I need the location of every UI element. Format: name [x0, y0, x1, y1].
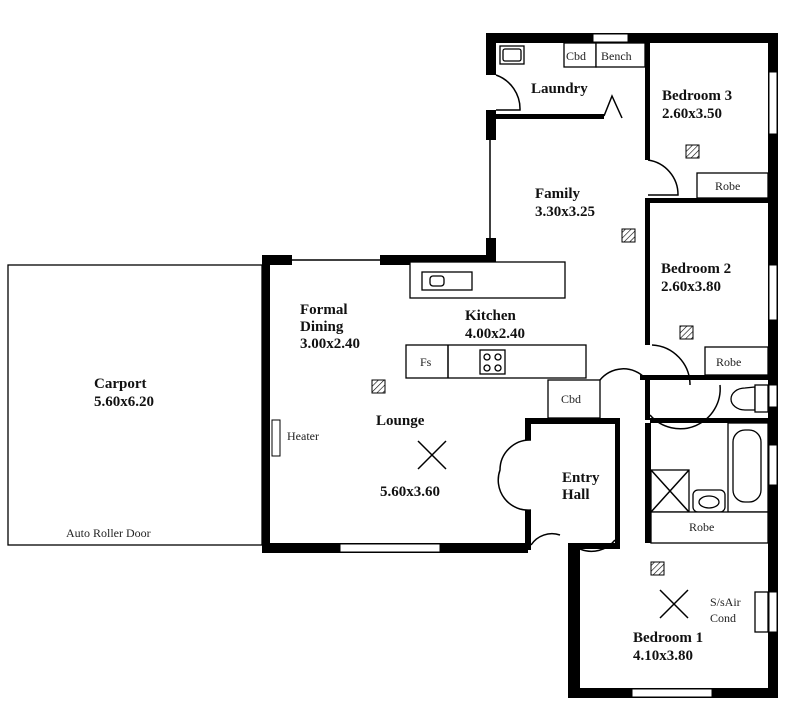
- lounge-size: 5.60x3.60: [380, 484, 440, 500]
- entry-label: Entry: [562, 470, 600, 486]
- downlight-icons: [371, 144, 700, 576]
- walls: [262, 33, 778, 698]
- kitchen-label: Kitchen: [465, 308, 516, 324]
- air-cond-label-2: Cond: [710, 611, 736, 625]
- formal-dining-label-2: Dining: [300, 319, 344, 335]
- formal-dining-label-1: Formal: [300, 302, 347, 318]
- family-size: 3.30x3.25: [535, 204, 595, 220]
- air-cond-label-1: S/sAir: [710, 595, 741, 609]
- carport-size: 5.60x6.20: [94, 394, 154, 410]
- bedroom1-size: 4.10x3.80: [633, 648, 693, 664]
- fan-icon: [417, 440, 447, 470]
- bedroom2-label: Bedroom 2: [661, 261, 731, 277]
- bedroom3-size: 2.60x3.50: [662, 106, 722, 122]
- bedroom1-label: Bedroom 1: [633, 630, 703, 646]
- robe-bed3-label: Robe: [715, 179, 740, 193]
- kitchen-size: 4.00x2.40: [465, 326, 525, 342]
- laundry-label: Laundry: [531, 81, 588, 97]
- cbd-hall-label: Cbd: [561, 392, 581, 406]
- robe-bed1-label: Robe: [689, 520, 714, 534]
- family-label: Family: [535, 186, 580, 202]
- fs-label: Fs: [420, 355, 432, 369]
- fan-icon: [659, 589, 689, 619]
- robe-bed2-label: Robe: [716, 355, 741, 369]
- fixtures: [405, 42, 769, 633]
- formal-dining-size: 3.00x2.40: [300, 336, 360, 352]
- cbd-laundry-label: Cbd: [566, 49, 586, 63]
- carport-label: Carport: [94, 376, 147, 392]
- bedroom2-size: 2.60x3.80: [661, 279, 721, 295]
- auto-roller-door-label: Auto Roller Door: [66, 526, 151, 540]
- bench-label: Bench: [601, 49, 632, 63]
- ceiling-fans: [417, 440, 689, 619]
- heater-label: Heater: [287, 429, 319, 443]
- lounge-label: Lounge: [376, 413, 425, 429]
- hall-label: Hall: [562, 487, 590, 503]
- bedroom3-label: Bedroom 3: [662, 88, 732, 104]
